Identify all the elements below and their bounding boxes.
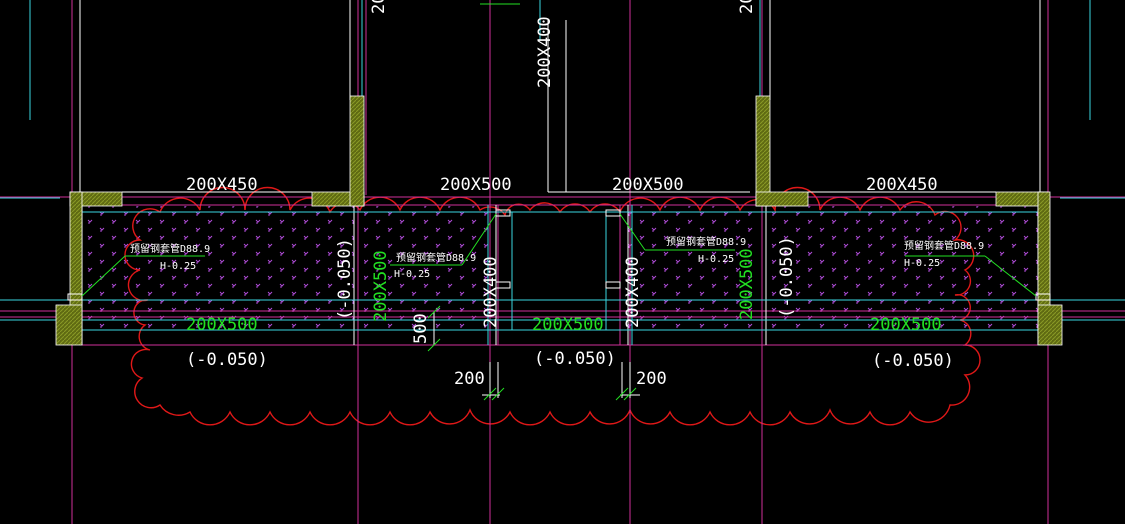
- beam-label-200x450-right: 200X450: [866, 175, 938, 195]
- elevation-bottom-center: (-0.050): [534, 349, 616, 369]
- leader-lines: [81, 3, 1037, 297]
- beam-label-200x450-left: 200X450: [186, 175, 258, 195]
- bottom-beam-label-center: 200X500: [532, 315, 604, 335]
- cyan-lines: [0, 0, 1125, 345]
- sleeve-label-4: 预留钢套管D88.9: [904, 239, 984, 252]
- dimension-lines: [427, 305, 640, 401]
- beam-label-vertical-left-white: 200X400: [481, 256, 501, 328]
- sleeve-height-2: H-0.25: [394, 269, 430, 280]
- beam-label-200x500-mid-left: 200X500: [440, 175, 512, 195]
- beam-label-vertical-right-green: 200X500: [737, 248, 757, 320]
- beam-label-vertical-right-white: 200X400: [623, 256, 643, 328]
- slab-hatch: [82, 206, 1038, 330]
- sleeve-label-2: 预留钢套管D88.9: [396, 251, 476, 264]
- elevation-bottom-left: (-0.050): [186, 350, 268, 370]
- sleeve-markers: [67, 209, 1051, 301]
- top-clipped-label-left: 200: [369, 0, 389, 14]
- olive-columns: [55, 95, 1063, 346]
- sleeve-label-1: 预留钢套管D88.9: [130, 242, 210, 255]
- elevation-vertical-right: (-0.050): [777, 236, 797, 318]
- sleeve-height-1: H-0.25: [160, 261, 196, 272]
- beam-label-vertical-left-green: 200X500: [371, 250, 391, 322]
- bottom-beam-label-left: 200X500: [186, 315, 258, 335]
- elevation-bottom-right: (-0.050): [872, 351, 954, 371]
- beam-label-200x500-mid-right: 200X500: [612, 175, 684, 195]
- bottom-beam-label-right: 200X500: [870, 315, 942, 335]
- sleeve-height-4: H-0.25: [904, 258, 940, 269]
- dimension-200-left: 200: [454, 369, 485, 389]
- beam-label-top-vertical: 200X400: [535, 16, 555, 88]
- dimension-200-right: 200: [636, 369, 667, 389]
- top-clipped-label-right: 200: [737, 0, 757, 14]
- elevation-vertical-left: (-0.050): [335, 238, 355, 320]
- dimension-500: 500: [411, 313, 431, 344]
- sleeve-height-3: H-0.25: [698, 254, 734, 265]
- sleeve-label-3: 预留钢套管D88.9: [666, 235, 746, 248]
